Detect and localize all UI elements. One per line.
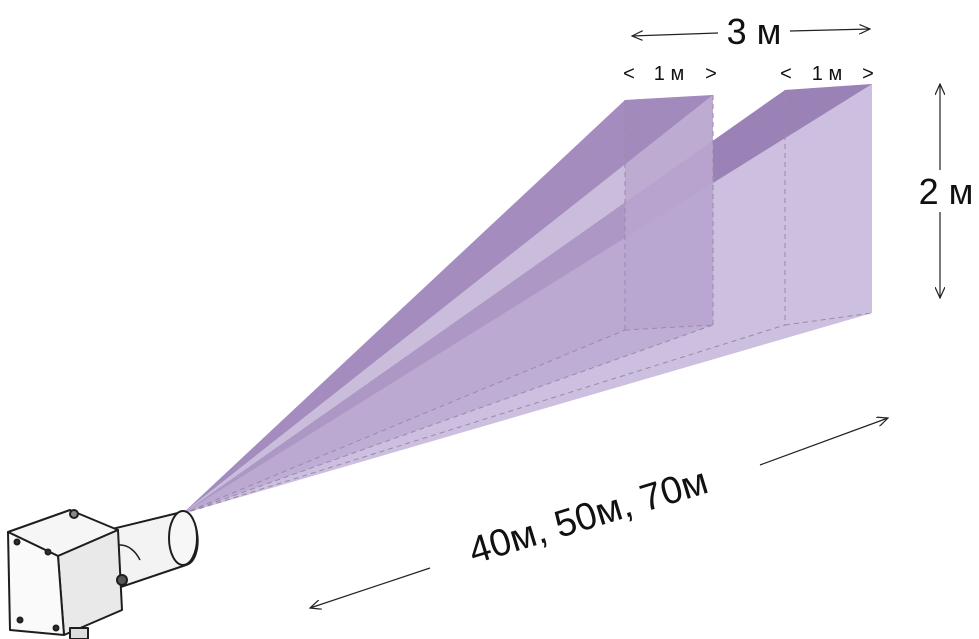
right-beam-width-dimension: < 1 м >: [780, 63, 874, 85]
range-label: 40м, 50м, 70м: [464, 460, 713, 573]
total-width-dimension: 3 м: [632, 11, 870, 52]
height-dimension: 2 м: [919, 84, 974, 298]
right-beam-width-label: 1 м: [812, 63, 842, 85]
left-beam-width-dimension: < 1 м >: [623, 63, 717, 85]
hidden-edges: [181, 90, 873, 515]
left-beam: [182, 95, 713, 514]
left-beam-width-arrow-left: <: [623, 63, 635, 85]
left-beam-width-arrow-right: >: [705, 63, 717, 85]
right-beam-width-arrow-left: <: [780, 63, 792, 85]
ir-barrier-detector-icon: [7, 509, 199, 639]
total-width-label: 3 м: [727, 11, 782, 52]
right-beam-width-arrow-right: >: [862, 63, 874, 85]
height-label: 2 м: [919, 171, 974, 212]
left-beam-side-face: [182, 95, 713, 514]
left-beam-width-label: 1 м: [654, 63, 684, 85]
